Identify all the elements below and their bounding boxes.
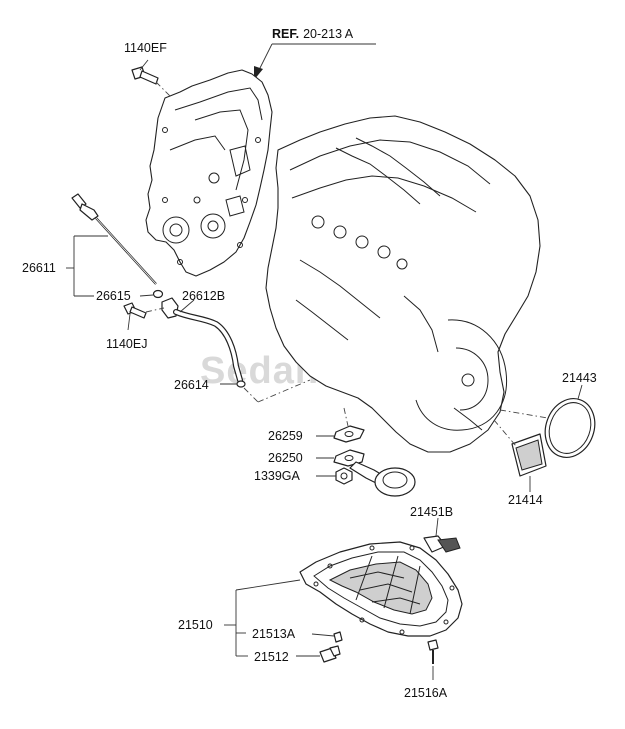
oil-pan-callout-bracket bbox=[224, 579, 301, 657]
nut-1339ga-part bbox=[316, 467, 353, 485]
label-21513a: 21513A bbox=[252, 627, 296, 641]
svg-text:REF.20-213 A: REF. 20-213 A bbox=[272, 27, 354, 41]
label-26614: 26614 bbox=[174, 378, 209, 392]
oring-26614-part bbox=[220, 379, 311, 403]
oring-26615-part bbox=[139, 289, 164, 299]
dipstick-guide-part bbox=[161, 297, 243, 383]
label-21516a: 21516A bbox=[404, 686, 448, 700]
oil-pan-part bbox=[299, 541, 463, 637]
label-1140ej: 1140EJ bbox=[106, 337, 147, 351]
label-26250: 26250 bbox=[268, 451, 303, 465]
strainer-gasket-part bbox=[316, 407, 365, 443]
reference-number: 20-213 A bbox=[303, 27, 354, 41]
bolt-1140ef-part bbox=[131, 59, 171, 97]
transmission-filter-part bbox=[493, 419, 547, 492]
reference-callout: REF. 20-213 A bbox=[254, 27, 376, 80]
label-1339ga: 1339GA bbox=[254, 469, 301, 483]
pan-bolt-part bbox=[427, 639, 439, 680]
label-21443: 21443 bbox=[562, 371, 597, 385]
engine-block-part bbox=[265, 115, 541, 453]
label-21510: 21510 bbox=[178, 618, 213, 632]
timing-cover-part bbox=[145, 69, 273, 277]
oil-strainer-part bbox=[316, 449, 416, 497]
transmission-seal-part bbox=[499, 384, 596, 458]
label-1140ef: 1140EF bbox=[124, 41, 167, 55]
label-26611: 26611 bbox=[22, 261, 56, 275]
label-21414: 21414 bbox=[508, 493, 543, 507]
drain-gasket-part bbox=[311, 631, 343, 643]
reference-prefix: REF. bbox=[272, 27, 299, 41]
label-26259: 26259 bbox=[268, 429, 303, 443]
label-21451b: 21451B bbox=[410, 505, 453, 519]
drain-plug-part bbox=[296, 645, 341, 663]
label-21512: 21512 bbox=[254, 650, 289, 664]
baffle-part bbox=[423, 517, 461, 553]
label-26615: 26615 bbox=[96, 289, 131, 303]
dipstick-callout-bracket bbox=[66, 235, 108, 297]
bolt-1140ej-part bbox=[123, 302, 165, 331]
dipstick-part bbox=[71, 193, 157, 285]
label-26612b: 26612B bbox=[182, 289, 225, 303]
arrow-icon bbox=[254, 66, 263, 80]
